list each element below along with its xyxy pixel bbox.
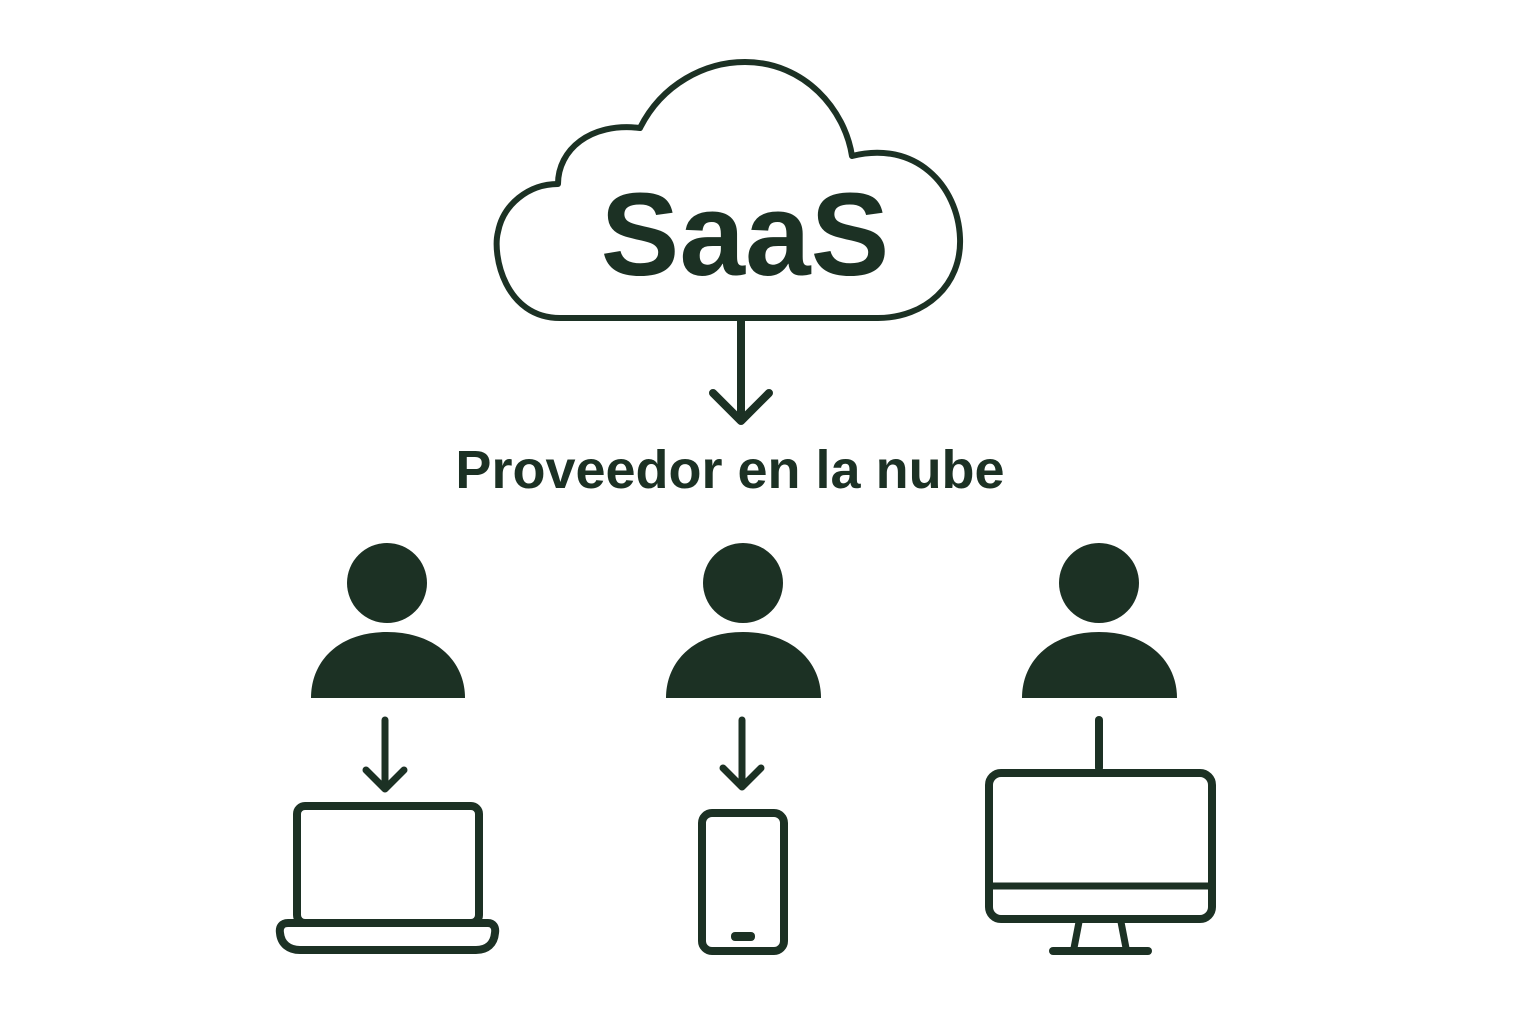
user-2-icon (666, 543, 821, 698)
user-1-icon (311, 543, 465, 698)
user-3-icon (1022, 543, 1177, 698)
user-1-head (347, 543, 427, 623)
desktop-monitor-icon (985, 769, 1216, 955)
provider-label: Proveedor en la nube (455, 440, 1004, 500)
smartphone-home-button (731, 932, 755, 941)
cloud-outline (493, 59, 964, 321)
user-3-head (1059, 543, 1139, 623)
cloud-icon: SaaS (493, 59, 964, 321)
user-2-down-arrow-icon (719, 716, 765, 791)
user-2-body (666, 632, 821, 698)
user-1-down-arrow-icon (362, 716, 408, 793)
laptop-icon (275, 802, 500, 954)
cloud-title: SaaS (601, 169, 890, 301)
user-1-body (311, 632, 465, 698)
smartphone-icon (698, 809, 788, 955)
user-2-head (703, 543, 783, 623)
cloud-down-arrow-icon (709, 316, 773, 425)
user-3-body (1022, 632, 1177, 698)
